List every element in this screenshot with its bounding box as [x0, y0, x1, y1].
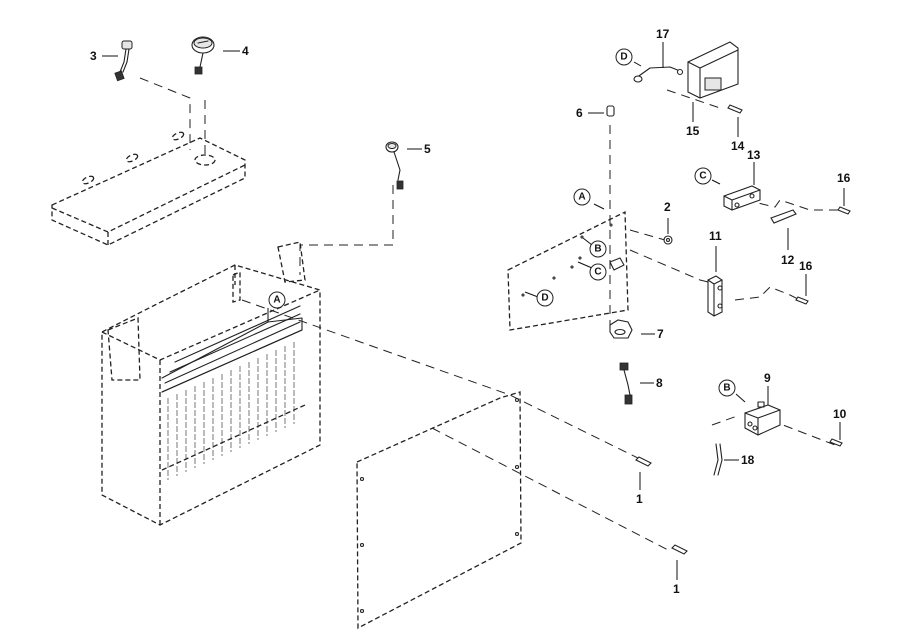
cable-8: [619, 362, 633, 405]
callouts: 1 1 2 3 4 5 6 7 8 9 10 11 12 13 14 15 16: [90, 27, 851, 596]
callout-17: 17: [656, 27, 670, 41]
callout-16a: 16: [837, 171, 851, 185]
callout-16b: 16: [799, 259, 813, 273]
callout-8: 8: [656, 376, 663, 390]
ref-marker-D-plate-label: D: [541, 293, 548, 304]
battery-cells: [161, 305, 306, 480]
bolt-6: [606, 105, 615, 117]
callout-7: 7: [657, 327, 664, 341]
callout-18: 18: [741, 453, 755, 467]
cover-panel: [356, 391, 522, 630]
callout-9: 9: [764, 371, 771, 385]
callout-14: 14: [731, 139, 745, 153]
top-tray: [51, 131, 246, 246]
ref-marker-C-relay-label: C: [699, 171, 706, 182]
screw-2: [663, 235, 673, 245]
sensor-lead-17: D: [615, 48, 684, 83]
callout-3: 3: [90, 49, 97, 63]
callout-1a: 1: [636, 492, 643, 506]
callout-10: 10: [833, 407, 847, 421]
screw-16a: [837, 206, 851, 215]
callout-15: 15: [686, 124, 700, 138]
ref-marker-B-plate: [589, 240, 607, 258]
screw-10: [829, 438, 843, 447]
ref-marker-B-contactor-label: B: [723, 383, 730, 394]
ref-marker-D-sensor-label: D: [620, 52, 627, 63]
ref-marker-C-relay: [694, 167, 712, 185]
callout-2: 2: [664, 200, 671, 214]
ref-marker-D-plate: [536, 289, 554, 307]
clamp-7: [609, 319, 633, 339]
ref-marker-B-contactor: [718, 379, 736, 397]
ref-marker-C-plate-label: C: [594, 267, 601, 278]
fuse-12: [770, 209, 797, 224]
callout-13: 13: [747, 148, 761, 162]
fuse-holder-11: [707, 275, 723, 317]
control-module-15: [687, 41, 739, 99]
ref-marker-A-cabinet: [268, 291, 286, 309]
screw-1b: [671, 544, 688, 555]
contactor-9: B: [718, 379, 781, 436]
callout-11: 11: [709, 229, 722, 243]
callout-4: 4: [242, 44, 249, 58]
ref-marker-C-plate: [589, 263, 607, 281]
screw-14: [727, 104, 743, 114]
battery-cabinet: A: [101, 241, 321, 526]
bracket-18: [713, 443, 723, 476]
assembly-lines: [139, 77, 840, 551]
screw-1a: [635, 456, 652, 467]
sensor-3: [114, 40, 133, 82]
callout-6: 6: [576, 106, 583, 120]
ref-marker-D-sensor: [615, 48, 633, 66]
callout-5: 5: [424, 142, 431, 156]
gauge-4: [191, 36, 215, 75]
mounting-plate: A B C D: [507, 188, 629, 331]
screw-16b: [795, 296, 809, 305]
ref-marker-A-plate-label: A: [578, 192, 585, 203]
relay-13: C: [694, 167, 761, 211]
ref-marker-B-plate-label: B: [594, 244, 601, 255]
callout-12: 12: [781, 253, 795, 267]
sensor-5: [385, 141, 404, 190]
callout-1b: 1: [673, 582, 680, 596]
ref-marker-A-cabinet-label: A: [273, 295, 280, 306]
ref-marker-A-plate: [573, 188, 591, 206]
